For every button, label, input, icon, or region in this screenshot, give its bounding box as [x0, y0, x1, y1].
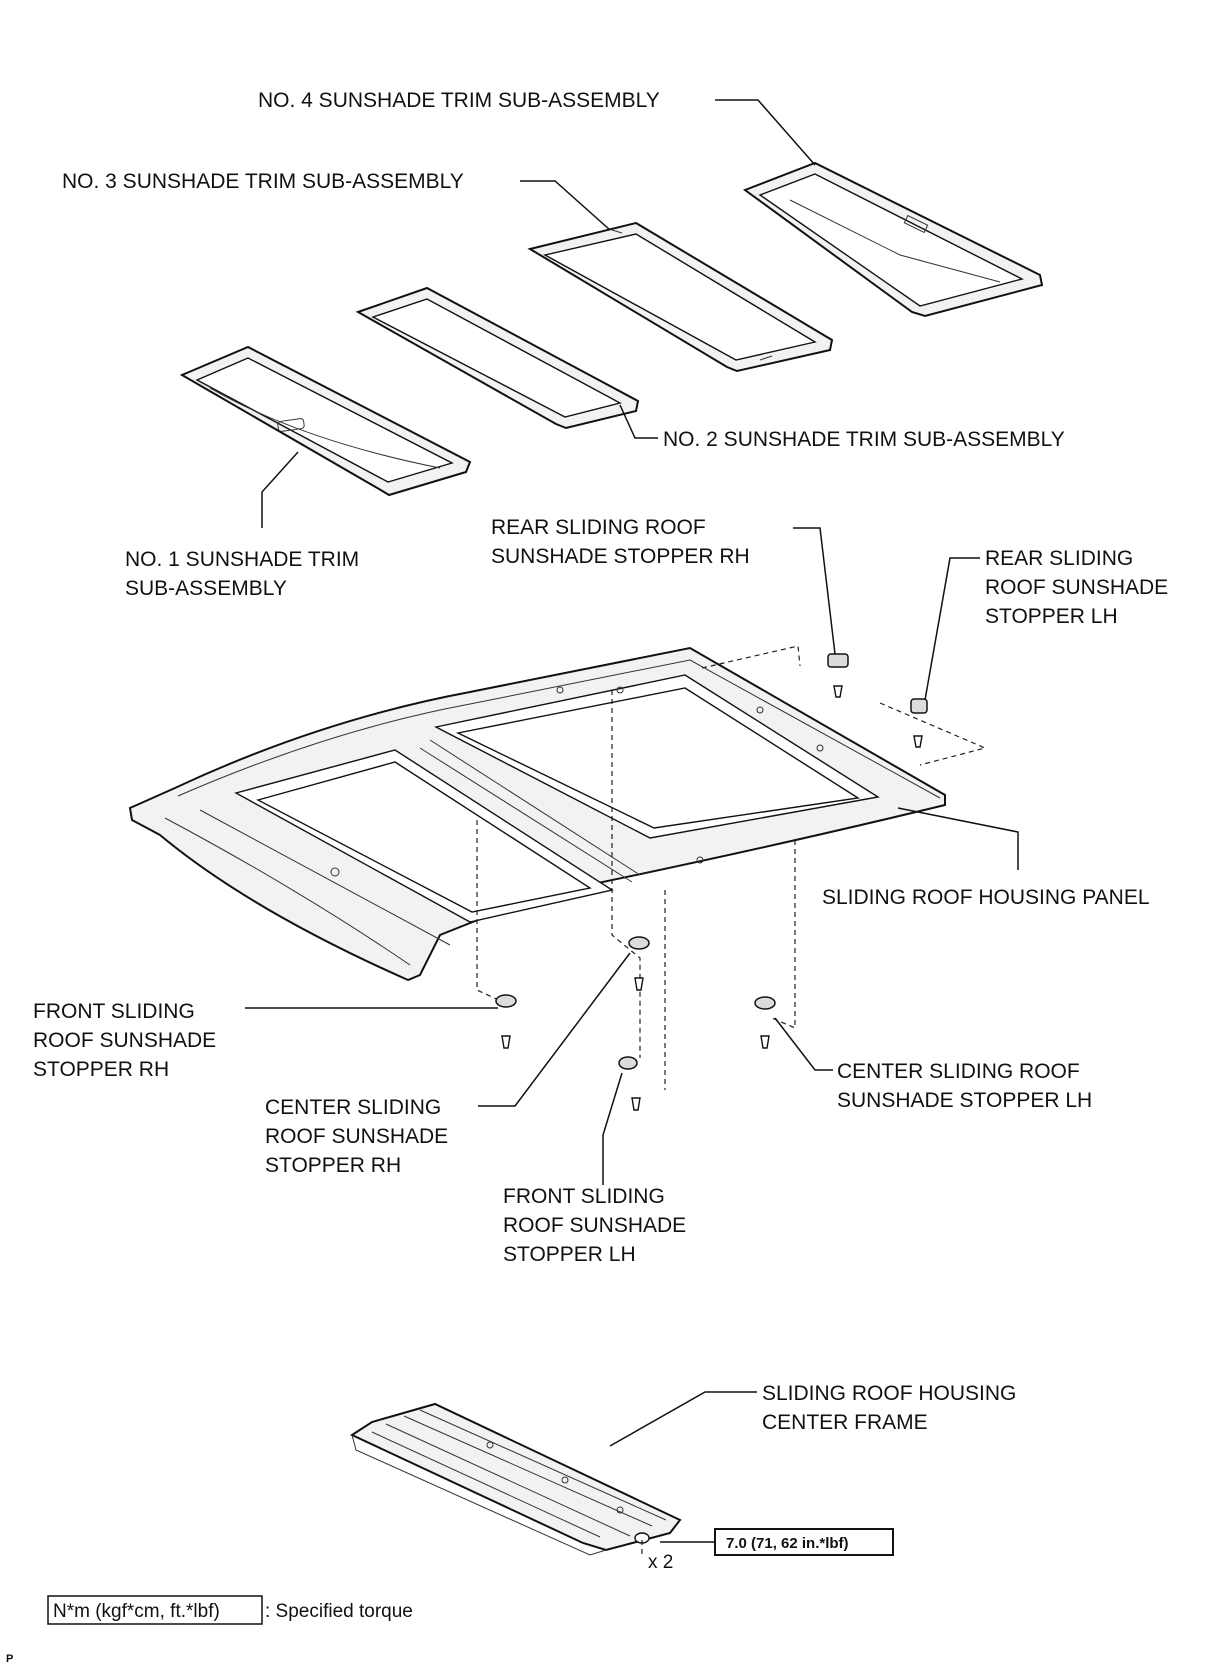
alignment-dashed-lines: [476, 645, 987, 1090]
label-front-rh-l2: ROOF SUNSHADE: [33, 1029, 216, 1052]
label-center-rh-l3: STOPPER RH: [265, 1154, 401, 1177]
label-no2-sunshade: NO. 2 SUNSHADE TRIM SUB-ASSEMBLY: [663, 428, 1065, 451]
label-front-lh-l2: ROOF SUNSHADE: [503, 1214, 686, 1237]
no2-sunshade-trim-panel: [355, 286, 640, 430]
label-no1-sunshade-l1: NO. 1 SUNSHADE TRIM: [125, 548, 359, 571]
front-stopper-lh: [618, 1056, 641, 1111]
legend-unit-text: N*m (kgf*cm, ft.*lbf): [53, 1601, 220, 1622]
label-rear-lh-l1: REAR SLIDING: [985, 547, 1133, 570]
label-rear-rh-l1: REAR SLIDING ROOF: [491, 516, 706, 539]
label-no3-sunshade: NO. 3 SUNSHADE TRIM SUB-ASSEMBLY: [62, 170, 464, 193]
label-rear-rh-l2: SUNSHADE STOPPER RH: [491, 545, 750, 568]
label-center-rh-l2: ROOF SUNSHADE: [265, 1125, 448, 1148]
no4-sunshade-trim-panel: [742, 161, 1044, 318]
rear-stopper-lh: [910, 698, 928, 748]
label-center-lh-l2: SUNSHADE STOPPER LH: [837, 1089, 1092, 1112]
label-no4-sunshade: NO. 4 SUNSHADE TRIM SUB-ASSEMBLY: [258, 89, 660, 112]
label-no1-sunshade-l2: SUB-ASSEMBLY: [125, 577, 287, 600]
legend-unit-box: [47, 1595, 263, 1625]
leader-lines: [245, 99, 1019, 1543]
label-center-frame-l1: SLIDING ROOF HOUSING: [762, 1382, 1016, 1405]
label-front-rh-l1: FRONT SLIDING: [33, 1000, 195, 1023]
label-center-rh-l1: CENTER SLIDING: [265, 1096, 441, 1119]
label-center-lh-l1: CENTER SLIDING ROOF: [837, 1060, 1080, 1083]
torque-box: [714, 1528, 894, 1556]
rear-stopper-rh: [827, 653, 849, 698]
center-stopper-lh: [754, 996, 776, 1049]
label-rear-lh-l2: ROOF SUNSHADE: [985, 576, 1168, 599]
center-stopper-rh: [628, 936, 650, 991]
corner-mark: P: [6, 1653, 13, 1665]
label-center-frame-l2: CENTER FRAME: [762, 1411, 928, 1434]
no3-sunshade-trim-panel: [527, 221, 834, 373]
torque-value: 7.0 (71, 62 in.*lbf): [726, 1535, 849, 1552]
label-housing-panel: SLIDING ROOF HOUSING PANEL: [822, 886, 1150, 909]
no1-sunshade-trim-panel: [179, 345, 472, 497]
label-front-lh-l3: STOPPER LH: [503, 1243, 636, 1266]
sliding-roof-housing-panel: [128, 646, 946, 982]
label-rear-lh-l3: STOPPER LH: [985, 605, 1118, 628]
center-frame-bolt: [634, 1532, 650, 1556]
label-front-lh-l1: FRONT SLIDING: [503, 1185, 665, 1208]
legend-description: : Specified torque: [265, 1601, 413, 1622]
sliding-roof-housing-center-frame: [349, 1402, 682, 1556]
front-stopper-rh: [495, 994, 517, 1049]
torque-quantity: x 2: [648, 1552, 673, 1573]
label-front-rh-l3: STOPPER RH: [33, 1058, 169, 1081]
